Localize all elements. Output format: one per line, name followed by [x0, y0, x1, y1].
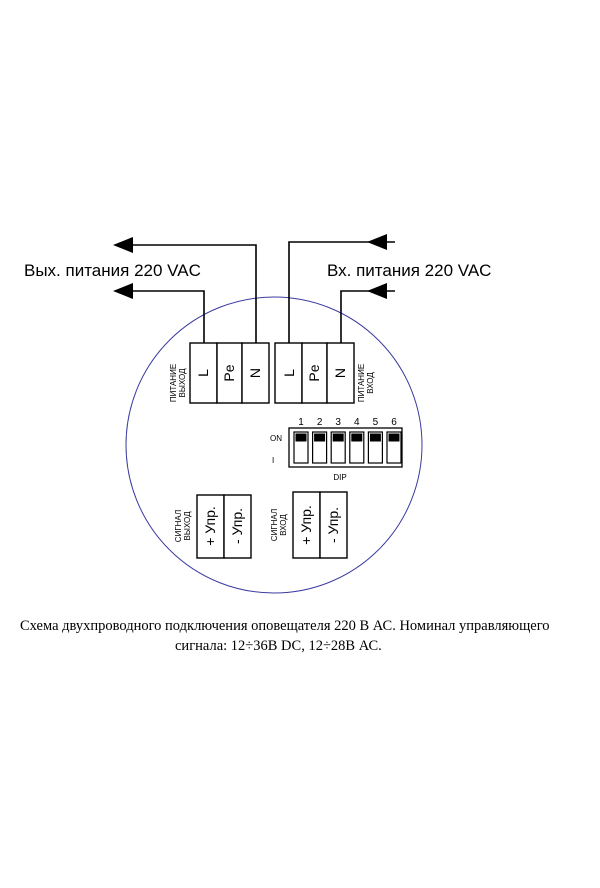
power-output-label: Вых. питания 220 VAC	[24, 261, 201, 280]
dip-knob-2	[314, 433, 326, 442]
dip-on-label: ON	[270, 434, 282, 443]
arrow-left-icon	[113, 283, 133, 299]
dip-knob-4	[351, 433, 363, 442]
terminal-pe-in: Pe	[306, 364, 322, 381]
dip-knob-5	[369, 433, 381, 442]
dip-number-2: 2	[317, 417, 323, 428]
dip-number-1: 1	[298, 417, 304, 428]
dip-number-3: 3	[335, 417, 341, 428]
power-input-label: Вх. питания 220 VAC	[327, 261, 491, 280]
dip-number-5: 5	[373, 417, 379, 428]
arrow-left-icon	[113, 237, 133, 253]
signal-input-terminal-block: + Упр. - Упр.	[292, 491, 348, 559]
caption-line-2: сигнала: 12÷36В DC, 12÷28В АС.	[175, 638, 382, 654]
terminal-minus-in: - Упр.	[325, 507, 341, 543]
arrow-left-icon	[367, 283, 387, 299]
caption-line-1: Схема двухпроводного подключения оповеща…	[20, 618, 550, 634]
side-label-signal-in-2: ВХОД	[279, 514, 288, 536]
side-label-power-out-2: ВЫХОД	[178, 368, 187, 398]
dip-knob-6	[388, 433, 400, 442]
terminal-plus-in: + Упр.	[298, 505, 314, 545]
dip-number-6: 6	[391, 417, 397, 428]
power-input-wires	[288, 234, 395, 343]
dip-knob-1	[295, 433, 307, 442]
terminal-n-out: N	[247, 368, 263, 378]
terminal-minus-out: - Упр.	[229, 508, 245, 544]
side-label-power-in-2: ВХОД	[366, 372, 375, 394]
terminal-n-in: N	[332, 368, 348, 378]
dip-switch	[288, 427, 403, 468]
power-output-wires	[113, 237, 257, 343]
terminal-l-in: L	[281, 369, 297, 377]
device-outline	[125, 296, 423, 594]
signal-output-terminal-block: + Упр. - Упр.	[196, 494, 252, 559]
side-label-signal-out-1: СИГНАЛ	[174, 510, 183, 542]
terminal-plus-out: + Упр.	[202, 506, 218, 546]
side-label-signal-in-1: СИГНАЛ	[270, 509, 279, 541]
side-label-signal-out-2: ВЫХОД	[183, 511, 192, 541]
power-output-terminal-block: L Pe N	[189, 342, 270, 404]
arrow-left-icon	[367, 234, 387, 250]
dip-number-4: 4	[354, 417, 360, 428]
dip-knob-3	[332, 433, 344, 442]
terminal-l-out: L	[195, 369, 211, 377]
dip-off-label: I	[272, 456, 274, 465]
side-label-power-out-1: ПИТАНИЕ	[169, 364, 178, 402]
dip-label: DIP	[333, 473, 346, 482]
power-input-terminal-block: L Pe N	[274, 342, 355, 404]
side-label-power-in-1: ПИТАНИЕ	[357, 364, 366, 402]
terminal-pe-out: Pe	[221, 364, 237, 381]
